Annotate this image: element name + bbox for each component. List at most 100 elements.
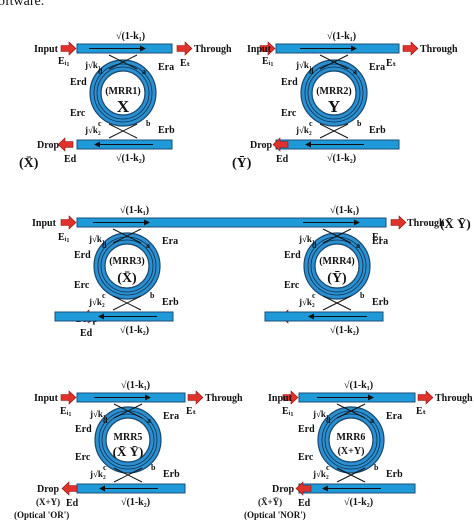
mrr6-drop-output: (X̄+Ȳ) xyxy=(258,497,282,507)
panel-mrr5: √(1-k₁)√(1-k₂)j√k₁j√k₂EraErbErcErdabcdIn… xyxy=(14,380,243,520)
mrr6-caption: (Optical 'NOR') xyxy=(244,510,306,520)
sqrt-1-k1-label: √(1-k₁) xyxy=(327,31,356,42)
micro-ring-flow-outer xyxy=(304,63,364,123)
erd-label: Erd xyxy=(298,424,315,435)
drop-arrow xyxy=(295,481,312,496)
micro-ring xyxy=(94,406,162,474)
node-a-label: a xyxy=(370,416,374,425)
ei1-label: Eᵢ₁ xyxy=(58,56,69,67)
long-top-waveguide xyxy=(76,217,387,228)
mrr4-symbol: (Ȳ) xyxy=(327,270,347,286)
middle-through-output: (X̄ Ȳ) xyxy=(440,216,471,231)
mrr3-ring-flow-outer xyxy=(97,236,157,296)
node-b-label: b xyxy=(357,119,362,128)
ed-label: Ed xyxy=(64,154,77,165)
through-arrow xyxy=(390,215,407,230)
top-coupler-line-b xyxy=(108,54,138,70)
mrr4-bottom-coupler-line-b xyxy=(322,295,352,311)
mrr4-node-b-label: b xyxy=(360,291,365,300)
mrr4-erd-label: Erd xyxy=(284,250,301,261)
panel-mrr6: √(1-k₁)√(1-k₂)j√k₁j√k₂EraErbErcErdabcdIn… xyxy=(244,380,473,520)
mrr4-era-label: Era xyxy=(372,236,388,247)
mrr4-ring-flow-outer xyxy=(307,236,367,296)
drop-arrow xyxy=(272,137,289,152)
mrr4-node-c-label: c xyxy=(312,291,316,300)
era-label: Era xyxy=(158,62,174,73)
micro-ring-flow-inner xyxy=(307,66,361,120)
through-label: Through xyxy=(194,44,232,55)
mrr3-sqrt-1-k2-label: √(1-k₂) xyxy=(120,325,149,336)
drop-arrow xyxy=(57,137,74,152)
mrr3-node-d-label: d xyxy=(102,241,107,250)
input-label: Input xyxy=(34,44,59,55)
sqrt-1-k1-label: √(1-k₁) xyxy=(116,31,145,42)
node-d-label: d xyxy=(309,67,314,76)
sqrt-1-k1-label: √(1-k₁) xyxy=(121,380,150,391)
mrr4-sqrt-1-k1-label: √(1-k₁) xyxy=(330,205,359,216)
mrr3-ring xyxy=(93,232,161,300)
ei1-label: Eᵢ₁ xyxy=(60,406,71,417)
erc-label: Erc xyxy=(298,452,314,463)
mrr4-node-a-label: a xyxy=(356,241,360,250)
input-label: Input xyxy=(247,44,272,55)
mrr3-era-label: Era xyxy=(162,236,178,247)
input-label: Input xyxy=(32,218,57,229)
panel-mrr1: √(1-k₁)√(1-k₂)j√k₁j√k₂EraErbErcErdabcdIn… xyxy=(19,31,232,171)
mrr3-name: (MRR3) xyxy=(109,256,145,267)
erc-label: Erc xyxy=(281,108,297,119)
panel-mrr2: √(1-k₁)√(1-k₂)j√k₁j√k₂EraErbErcErdabcdIn… xyxy=(232,31,458,171)
node-d-label: d xyxy=(98,67,103,76)
node-b-label: b xyxy=(146,119,151,128)
mrr3-ring-flow-inner xyxy=(100,239,154,293)
node-c-label: c xyxy=(103,463,107,472)
through-arrow xyxy=(176,41,193,56)
j-k1-label: j√k₁ xyxy=(89,409,106,419)
node-c-label: c xyxy=(309,119,313,128)
through-label: Through xyxy=(205,393,243,404)
ei1-label: Eᵢ₁ xyxy=(282,406,293,417)
node-b-label: b xyxy=(151,463,156,472)
node-c-label: c xyxy=(98,119,102,128)
mrr2-drop-output: (Ȳ) xyxy=(232,155,252,171)
top-coupler-line-b xyxy=(113,403,143,419)
j-k2-label: j√k₂ xyxy=(312,469,329,479)
node-a-label: a xyxy=(353,67,357,76)
erb-label: Erb xyxy=(163,469,180,480)
era-label: Era xyxy=(386,411,402,422)
input-arrow xyxy=(282,390,299,405)
mrr3-bottom-coupler-line-b xyxy=(112,295,142,311)
era-label: Era xyxy=(369,62,385,73)
et-label: Eₜ xyxy=(386,58,397,69)
mrr4-sqrt-1-k2-label: √(1-k₂) xyxy=(330,325,359,336)
cropped-caption-text: oftware. xyxy=(0,0,45,9)
mrr3-erd-label: Erd xyxy=(74,250,91,261)
ei1-label: Eᵢ₁ xyxy=(58,232,69,243)
et-label: Eₜ xyxy=(416,406,427,417)
mrr1-name: (MRR1) xyxy=(105,86,141,97)
mrr6-symbol: (X+Y) xyxy=(338,446,365,457)
sqrt-1-k2-label: √(1-k₂) xyxy=(116,153,145,164)
drop-label: Drop xyxy=(272,484,294,495)
et-label: Eₜ xyxy=(186,406,197,417)
sqrt-1-k2-label: √(1-k₂) xyxy=(121,497,150,508)
mrr3-node-c-label: c xyxy=(102,291,106,300)
ed-label: Ed xyxy=(80,328,93,339)
mrr3-erb-label: Erb xyxy=(162,297,179,308)
mrr3-erc-label: Erc xyxy=(74,280,90,291)
through-arrow xyxy=(402,41,419,56)
mrr2-name: (MRR2) xyxy=(316,86,352,97)
drop-arrow xyxy=(61,481,78,496)
mrr4-top-coupler-line-b xyxy=(322,228,352,244)
mrr5-caption: (Optical 'OR') xyxy=(14,510,69,520)
et-label: Eₜ xyxy=(372,232,383,243)
mrr3-top-coupler-line-b xyxy=(112,228,142,244)
erb-label: Erb xyxy=(386,469,403,480)
mrr4-ring xyxy=(303,232,371,300)
bottom-coupler-line-b xyxy=(336,467,366,483)
input-label: Input xyxy=(268,393,293,404)
era-label: Era xyxy=(163,411,179,422)
j-k1-label: j√k₁ xyxy=(84,60,101,70)
micro-ring-flow-inner xyxy=(96,66,150,120)
